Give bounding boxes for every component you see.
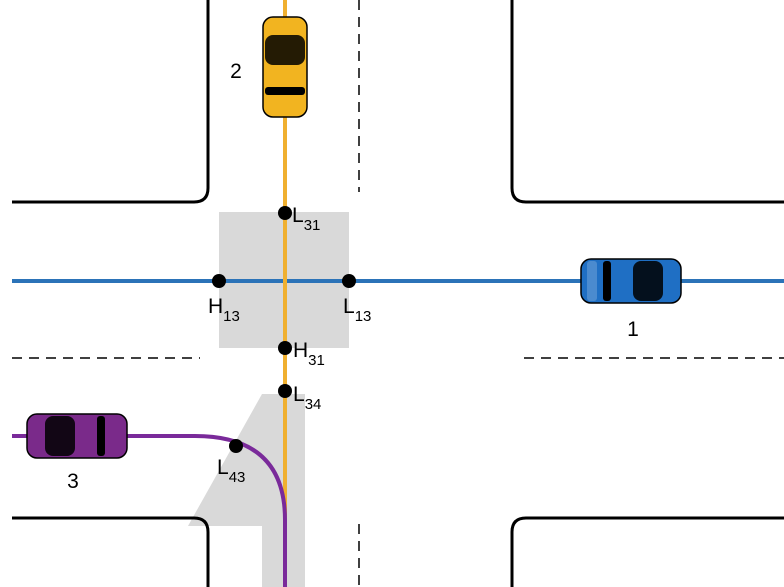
conflict-point-L34	[278, 384, 292, 398]
curb-bottom-left	[12, 516, 210, 587]
conflict-point-L43	[229, 439, 243, 453]
vehicle-1-label: 1	[627, 318, 639, 341]
vehicle-3-path	[12, 434, 287, 587]
conflict-point-H31	[278, 341, 292, 355]
curb-bottom-right	[510, 516, 784, 587]
conflict-point-dots	[212, 206, 356, 453]
vehicle-2-label: 2	[230, 60, 242, 83]
curb-top-left	[12, 0, 210, 204]
label-H13: H13	[208, 295, 240, 325]
conflict-point-L31	[278, 206, 292, 220]
vehicle-3-car	[26, 413, 128, 459]
label-L31: L31	[292, 204, 320, 234]
curbs	[12, 0, 784, 587]
label-H31: H31	[293, 339, 325, 369]
label-L43: L43	[217, 456, 245, 486]
conflict-point-H13	[212, 274, 226, 288]
vehicle-3-label: 3	[67, 470, 79, 493]
conflict-zone-left-turn	[188, 394, 305, 587]
lane-markings	[12, 0, 784, 587]
curb-top-right	[510, 0, 784, 204]
conflict-point-L13	[342, 274, 356, 288]
vehicle-2-car	[262, 16, 308, 118]
label-L13: L13	[343, 295, 371, 325]
vehicle-1-car	[580, 258, 682, 304]
label-L34: L34	[293, 383, 321, 413]
